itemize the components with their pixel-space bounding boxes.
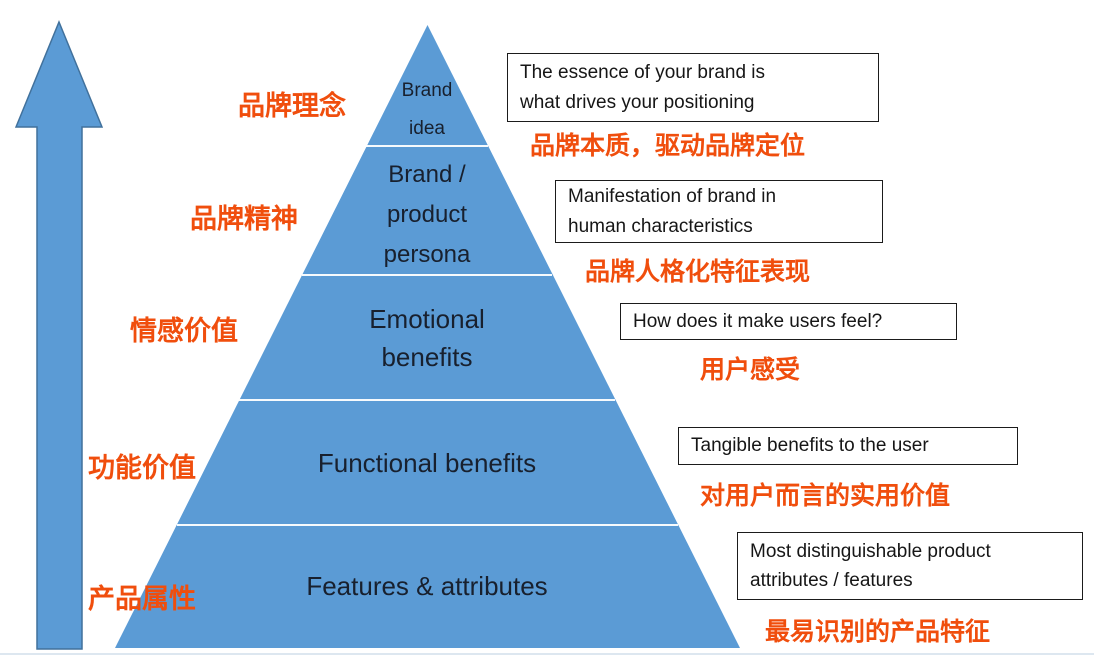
note-box-level-5: Most distinguishable product attributes … [737,532,1083,600]
note-caption-level-3: 用户感受 [700,356,801,384]
note-caption-level-4: 对用户而言的实用价值 [700,482,951,510]
pyramid-level-1-label: Brand idea [401,80,453,139]
note-caption-level-1: 品牌本质，驱动品牌定位 [530,132,806,160]
left-label-level-5: 产品属性 [88,584,196,614]
pyramid-divider-4 [177,524,678,526]
note-caption-level-2: 品牌人格化特征表现 [585,258,811,286]
left-label-level-1: 品牌理念 [238,91,346,121]
note-caption-level-5: 最易识别的产品特征 [765,618,991,646]
pyramid-level-5-label: Features & attributes [306,571,548,601]
bottom-divider-line [0,653,1094,655]
pyramid-level-3-label: Emotional benefits [369,304,485,372]
left-label-level-3: 情感价值 [130,316,238,346]
up-arrow-icon [14,20,104,650]
note-box-level-2: Manifestation of brand in human characte… [555,180,883,243]
pyramid-divider-1 [366,145,488,147]
note-box-level-3: How does it make users feel? [620,303,957,340]
pyramid-level-4-label: Functional benefits [317,448,537,478]
left-label-level-2: 品牌精神 [190,204,298,234]
pyramid-divider-3 [239,399,615,401]
note-box-level-1: The essence of your brand is what drives… [507,53,879,122]
pyramid-level-2-label: Brand / product persona [383,161,471,268]
note-box-level-4: Tangible benefits to the user [678,427,1018,465]
left-label-level-4: 功能价值 [88,453,196,483]
pyramid-divider-2 [302,274,552,276]
